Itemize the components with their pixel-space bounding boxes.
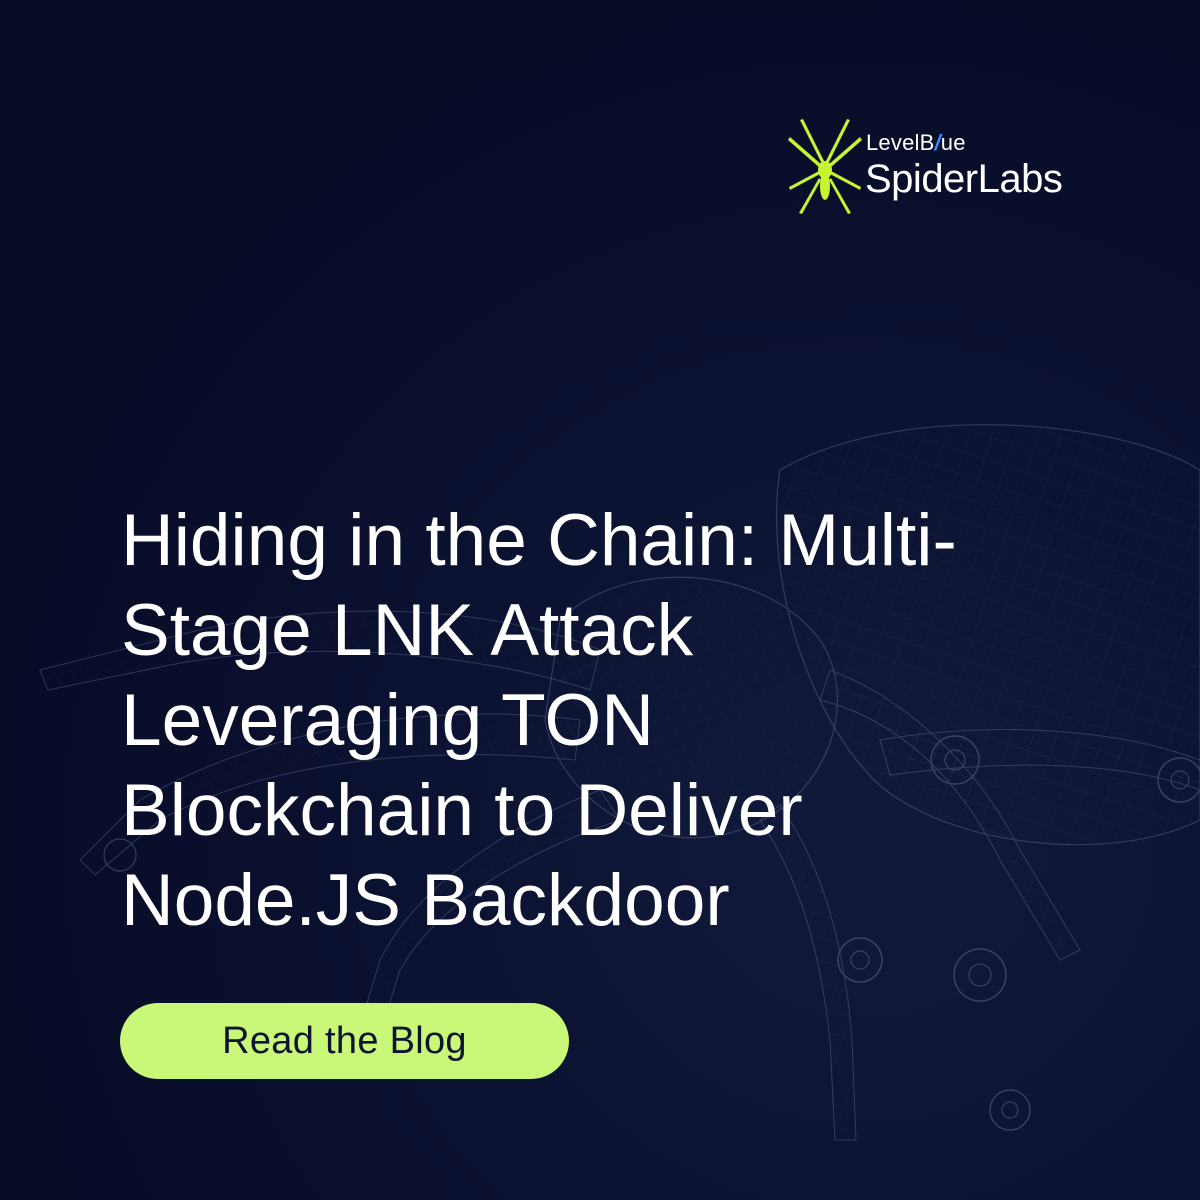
spiderlabs-logo[interactable]: LevelB/ue SpiderLabs: [786, 118, 1086, 218]
read-the-blog-button[interactable]: Read the Blog: [120, 1003, 569, 1079]
headline-line-2: Stage LNK Attack: [121, 590, 694, 671]
headline-line-3: Leveraging TON: [121, 680, 654, 761]
headline-line-1: Hiding in the Chain: Multi-: [121, 500, 957, 581]
headline-line-5: Node.JS Backdoor: [121, 860, 730, 941]
brand-name: SpiderLabs: [865, 157, 1063, 201]
brand-top-part-2: ue: [940, 130, 966, 155]
headline: Hiding in the Chain: Multi- Stage LNK At…: [121, 496, 1121, 946]
brand-top-line: LevelB/ue: [866, 130, 966, 156]
headline-line-4: Blockchain to Deliver: [121, 770, 803, 851]
spider-icon: [788, 119, 862, 214]
brand-top-part-1: LevelB: [866, 130, 935, 155]
brand-slash: /: [934, 130, 941, 155]
